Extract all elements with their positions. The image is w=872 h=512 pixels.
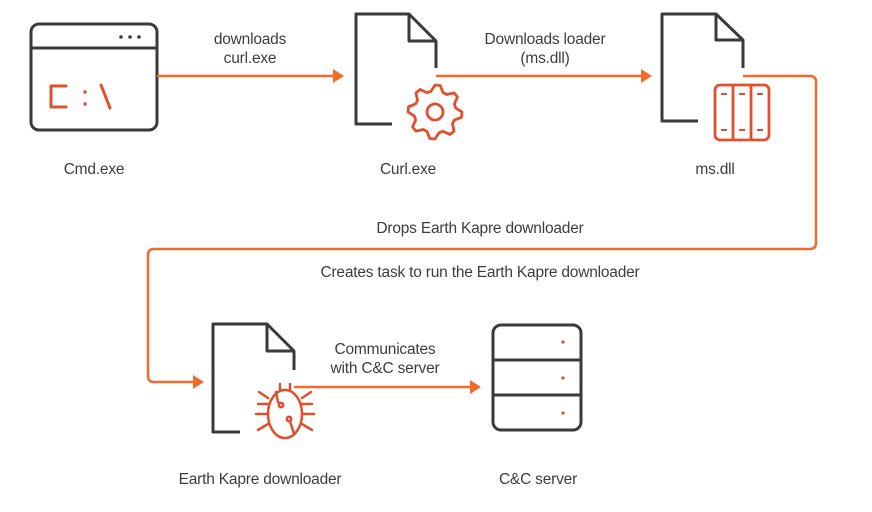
edge-label-line1: Downloads loader [484,31,606,48]
gear-hub [425,102,445,122]
edge-label-downloader-to-server: Communicates with C&C server [305,340,465,378]
node-label-curl: Curl.exe [379,161,437,178]
file-library-icon [660,12,771,142]
edge-label-line2: (ms.dll) [520,50,570,67]
edge-label-line1: downloads [213,31,287,48]
library-icon [713,83,771,142]
edge-label-curl-to-msdll: Downloads loader (ms.dll) [460,30,630,68]
edge-label-drops: Drops Earth Kapre downloader [376,220,584,237]
edge-label-line2: curl.exe [223,50,277,67]
arrow-cmd-to-curl [157,69,344,83]
node-label-downloader: Earth Kapre downloader [178,471,342,488]
terminal-window-icon [29,22,159,132]
arrow-curl-to-msdll [436,69,652,83]
bug-icon [254,382,316,440]
edge-label-creates-task: Creates task to run the Earth Kapre down… [320,264,640,281]
edge-label-cmd-to-curl: downloads curl.exe [180,30,320,68]
edge-label-line1: Communicates [334,341,436,358]
connector-msdll-to-downloader [146,74,818,389]
node-label-cmd: Cmd.exe [63,161,125,178]
node-label-server: C&C server [498,471,578,488]
arrow-downloader-to-server [294,380,481,394]
gear-icon [406,83,464,141]
node-label-msdll: ms.dll [695,161,735,178]
gear-outline [406,83,464,141]
server-rack-icon [491,323,583,432]
edge-label-line2: with C&C server [330,360,440,377]
file-gear-icon [354,12,464,141]
file-bug-icon [211,322,316,440]
